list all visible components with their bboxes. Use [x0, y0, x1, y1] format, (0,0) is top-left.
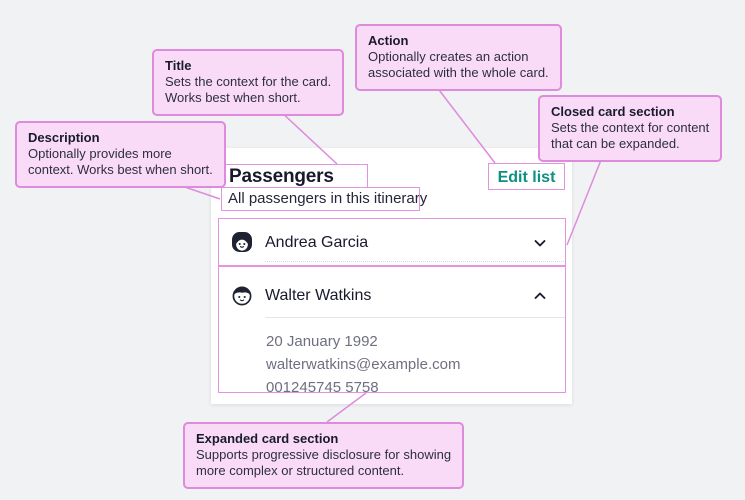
passenger-name: Andrea Garcia: [265, 234, 369, 251]
highlight-outline-title: [222, 164, 368, 188]
annotation-body-line: Optionally creates an action: [368, 49, 529, 64]
annotation-body-line: Works best when short.: [165, 90, 301, 105]
annotation-title: Title Sets the context for the card. Wor…: [152, 49, 345, 116]
annotation-action: Action Optionally creates an action asso…: [355, 24, 562, 91]
annotation-description: Description Optionally provides more con…: [15, 121, 226, 188]
highlight-outline-action: [488, 163, 565, 190]
child-avatar-icon: [231, 284, 253, 306]
annotation-body-line: that can be expanded.: [551, 136, 680, 151]
closed-card-section-row[interactable]: [218, 218, 566, 266]
highlight-outline-description: [221, 187, 420, 211]
passenger-name: Walter Watkins: [265, 287, 372, 304]
edit-list-button[interactable]: Edit list: [497, 169, 556, 186]
chevron-down-icon: [532, 235, 548, 251]
card-description: All passengers in this itinerary: [228, 190, 428, 207]
annotation-body-line: Supports progressive disclosure for show…: [196, 447, 452, 462]
annotation-body-line: Optionally provides more: [28, 146, 172, 161]
passenger-phone: 001245745 5758: [266, 379, 379, 396]
annotation-closed-card-section: Closed card section Sets the context for…: [538, 95, 723, 162]
card-demo-panel: [211, 148, 572, 404]
passenger-date-of-birth: 20 January 1992: [266, 333, 378, 350]
passenger-email: walterwatkins@example.com: [266, 356, 461, 373]
annotation-heading: Closed card section: [551, 104, 675, 119]
annotation-body-line: associated with the whole card.: [368, 65, 549, 80]
annotation-heading: Expanded card section: [196, 431, 339, 446]
card-row-divider: [265, 261, 566, 262]
passenger-details: 20 January 1992 walterwatkins@example.co…: [266, 330, 460, 399]
annotation-heading: Action: [368, 33, 409, 48]
annotation-body-line: more complex or structured content.: [196, 463, 405, 478]
card-title: Passengers: [229, 166, 334, 187]
annotation-expanded-card-section: Expanded card section Supports progressi…: [183, 422, 465, 489]
female-avatar-icon: [231, 231, 253, 253]
annotation-body-line: Sets the context for the card.: [165, 74, 332, 89]
annotation-heading: Description: [28, 130, 100, 145]
annotation-body-line: Sets the context for content: [551, 120, 710, 135]
chevron-up-icon: [532, 288, 548, 304]
annotation-heading: Title: [165, 58, 192, 73]
expanded-card-section-row[interactable]: [218, 266, 566, 393]
expanded-section-divider: [265, 317, 566, 318]
annotation-body-line: context. Works best when short.: [28, 162, 213, 177]
